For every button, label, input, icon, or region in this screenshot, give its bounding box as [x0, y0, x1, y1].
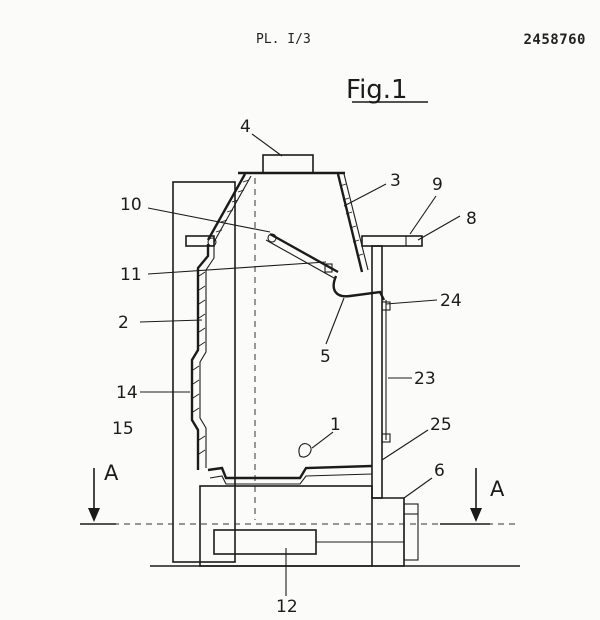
- label-6: 6: [434, 461, 445, 481]
- baffle-plate: [265, 232, 339, 279]
- back-wall-plate: [172, 181, 236, 563]
- firebox-base: [150, 485, 520, 567]
- left-body-wall: [190, 237, 217, 470]
- grate: [207, 443, 373, 485]
- flue-collar: [262, 154, 314, 174]
- label-4: 4: [240, 117, 251, 137]
- leader-lines: [139, 133, 461, 596]
- label-5: 5: [320, 347, 331, 367]
- label-15: 15: [112, 419, 134, 439]
- label-9: 9: [432, 175, 443, 195]
- label-2: 2: [118, 313, 129, 333]
- right-cone-wall: [336, 173, 369, 273]
- section-line-A: [80, 468, 520, 525]
- label-10: 10: [120, 195, 142, 215]
- label-1: 1: [330, 415, 341, 435]
- label-3: 3: [390, 171, 401, 191]
- figure-title: Fig.1: [346, 75, 408, 105]
- section-label-right: A: [490, 477, 505, 501]
- label-25: 25: [430, 415, 452, 435]
- left-cone-wall: [206, 173, 252, 243]
- label-23: 23: [414, 369, 436, 389]
- support-bar-left: [185, 235, 215, 247]
- plate-number: PL. I/3: [256, 32, 311, 47]
- ash-pan: [213, 529, 317, 555]
- label-14: 14: [116, 383, 138, 403]
- support-bar-right: [361, 235, 423, 247]
- label-24: 24: [440, 291, 462, 311]
- label-11: 11: [120, 265, 142, 285]
- label-12: 12: [276, 597, 298, 617]
- section-label-left: A: [104, 461, 119, 485]
- label-8: 8: [466, 209, 477, 229]
- patent-number: 2458760: [523, 32, 586, 48]
- right-column: [371, 245, 383, 499]
- deflector-curve: [332, 275, 386, 301]
